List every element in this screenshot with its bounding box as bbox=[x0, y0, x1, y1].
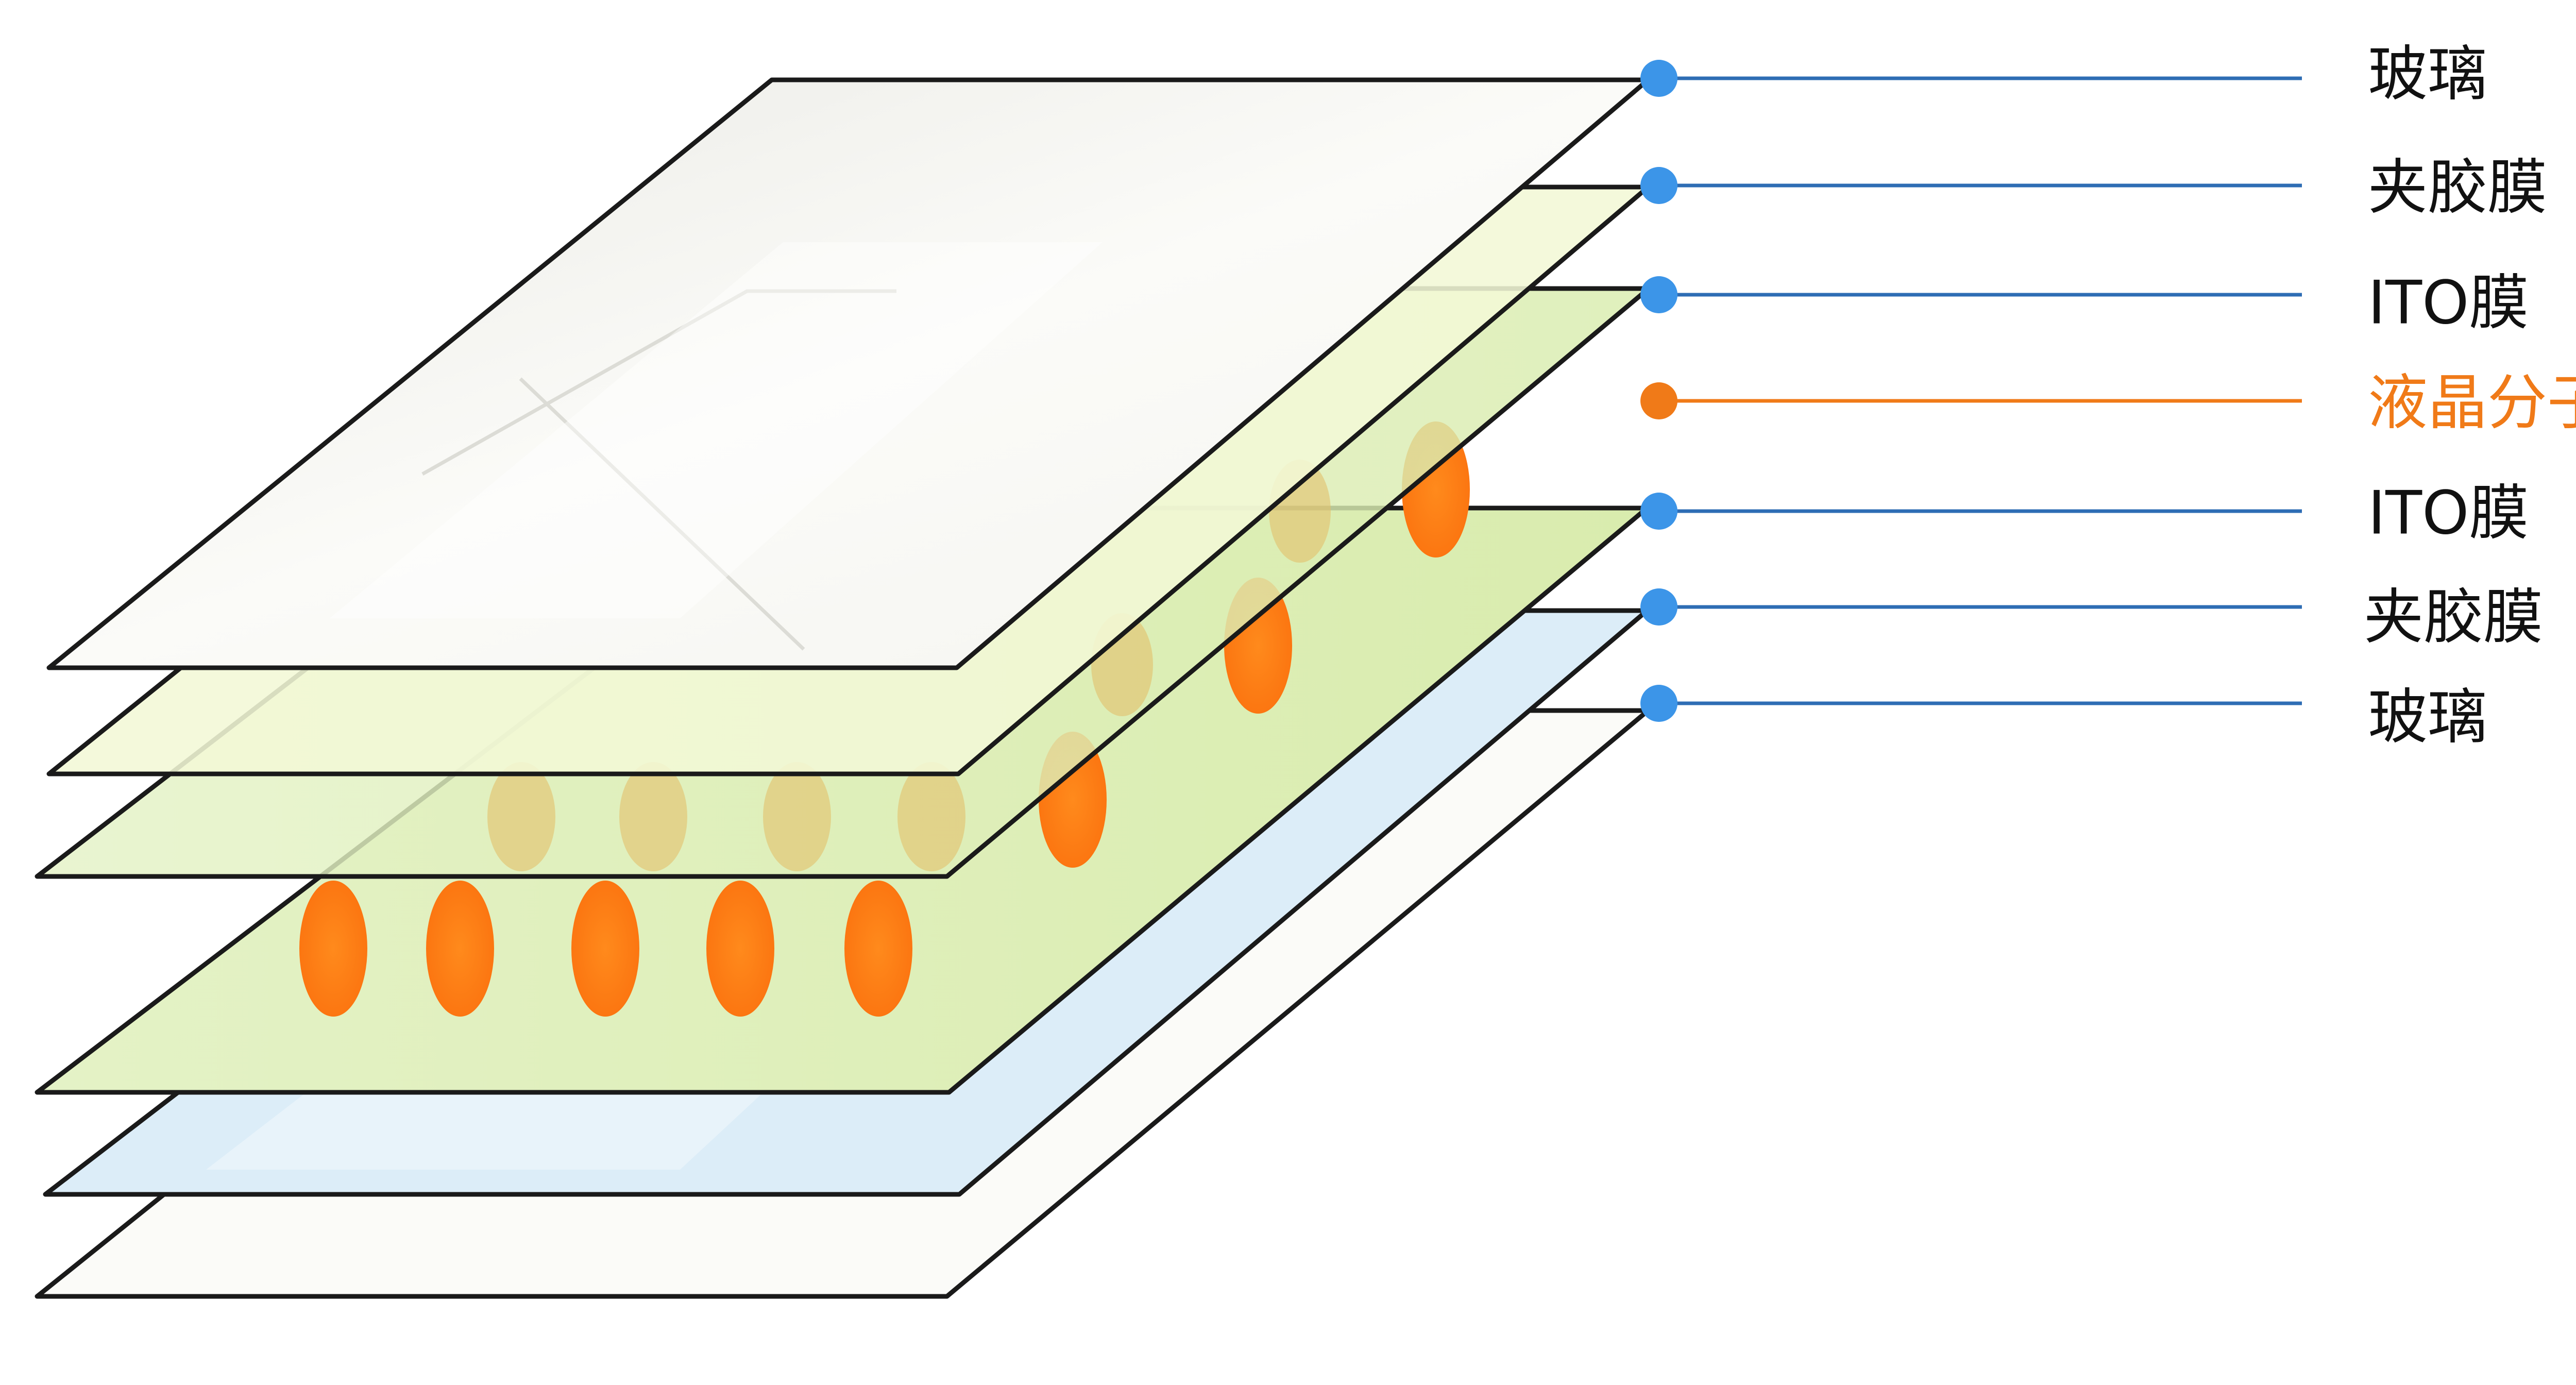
connector-dot-lc bbox=[1640, 382, 1677, 419]
label-glass-bottom: 玻璃 bbox=[2368, 683, 2487, 752]
lc-molecule-faded bbox=[763, 762, 831, 871]
lc-molecule bbox=[299, 881, 367, 1017]
label-ito-top: ITO膜 bbox=[2368, 268, 2529, 338]
label-lc: 液晶分子 bbox=[2368, 368, 2576, 438]
glass-top-reflection bbox=[519, 377, 805, 651]
lc-molecule bbox=[571, 881, 639, 1017]
lc-molecule-faded bbox=[487, 762, 555, 871]
label-glass-top: 玻璃 bbox=[2368, 40, 2487, 109]
lc-molecule-faded bbox=[897, 762, 965, 871]
lc-molecule bbox=[844, 881, 912, 1017]
connector-dot-ito-top bbox=[1640, 276, 1677, 313]
label-ito-bottom: ITO膜 bbox=[2368, 479, 2529, 548]
lc-molecule bbox=[426, 881, 494, 1017]
connector-dot-film-top bbox=[1640, 167, 1677, 204]
layer-labels: 玻璃 夹胶膜 ITO膜 液晶分子 ITO膜 夹胶膜 玻璃 bbox=[2364, 40, 2576, 752]
connector-dot-film-bottom bbox=[1640, 588, 1677, 626]
glass-top-sheen bbox=[330, 242, 1103, 618]
glass-top-reflection bbox=[421, 289, 896, 476]
connector-dot-ito-bottom bbox=[1640, 493, 1677, 530]
lc-molecule bbox=[706, 881, 774, 1017]
label-film-bottom: 夹胶膜 bbox=[2364, 583, 2543, 652]
connectors bbox=[1640, 60, 2302, 722]
label-film-top: 夹胶膜 bbox=[2368, 153, 2547, 223]
connector-dot-glass-bottom bbox=[1640, 685, 1677, 722]
lc-molecule-faded bbox=[619, 762, 687, 871]
glass-top-layer bbox=[46, 77, 1651, 670]
connector-dot-glass-top bbox=[1640, 60, 1677, 97]
